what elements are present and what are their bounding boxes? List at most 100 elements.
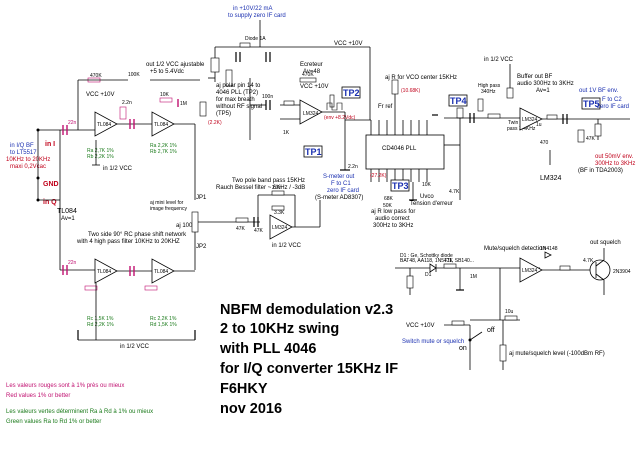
twin-tee-label: Twin tee: [508, 120, 527, 126]
legend-red-en: Red values 1% or better: [6, 393, 70, 399]
buffer-note-line3: Av=1: [536, 88, 550, 94]
title-line2: 2 to 10KHz swing: [220, 321, 339, 337]
schottky-line1: D1 : Ge, Schottky diode: [400, 253, 453, 259]
svg-text:10K: 10K: [422, 182, 432, 188]
svg-text:4.7K: 4.7K: [449, 189, 460, 195]
pll-note-line4: without RF signal: [215, 104, 262, 110]
tp2-label: TP2: [343, 88, 360, 98]
title-line4: for I/Q converter 15KHz IF: [220, 361, 398, 377]
legend-green-fr: Les valeurs vertes déterminent Ra à Rd à…: [6, 409, 153, 415]
buffer-opamp: [519, 107, 543, 131]
title-block: NBFM demodulation v2.3 2 to 10KHz swing …: [219, 302, 398, 417]
switch-section: VCC +10V Switch mute or squelch off on a…: [402, 320, 605, 370]
vcc-top-label: VCC +10V: [334, 41, 363, 47]
smeter-line4: (S-meter AD8307): [315, 195, 363, 201]
green-rc: Rc 1,5K 1%: [87, 316, 114, 322]
input-note-line2: to LT5517: [10, 150, 37, 156]
c-upper-i-label: 22n: [68, 120, 77, 126]
buffer-note-line2: audio 300Hz to 3KHz: [517, 81, 574, 87]
smeter-line3: zero IF card: [327, 188, 359, 194]
pll-note-line1: aj polar pin 14 to: [216, 83, 261, 89]
mute-switch[interactable]: [469, 331, 483, 341]
svg-text:(10.68K): (10.68K): [401, 88, 421, 94]
tp1-marker: TP1 2.2n: [303, 120, 358, 171]
svg-text:D1: D1: [425, 272, 432, 278]
input-note-line4: maxi 0,2Vcac: [10, 164, 46, 170]
pll-chip-label: CD4046 PLL: [382, 146, 417, 152]
half-vcc-mid: in 1/2 VCC: [272, 243, 302, 249]
mute-note: Mute/squelch detection: [484, 246, 546, 252]
opamp-i1: [94, 111, 118, 137]
title-line1: NBFM demodulation v2.3: [220, 302, 393, 318]
c2n2-label: 2.2n: [122, 100, 132, 106]
c10u-label: 10u: [505, 309, 514, 315]
svg-text:TL084: TL084: [154, 122, 168, 128]
svg-text:(2.2K): (2.2K): [208, 120, 222, 126]
green-rb: Rb 2,2K 1%: [87, 154, 114, 160]
half-vcc-lower: in 1/2 VCC: [120, 344, 150, 350]
tp4-label: TP4: [450, 96, 467, 106]
r10k-label: 10K: [160, 92, 170, 98]
audio-output-section: TP4 High pass 340Hz Twin tee pass 3,4KHz…: [444, 57, 635, 182]
supply-note-line2: to supply zero IF card: [228, 13, 286, 19]
tp3-label: TP3: [392, 181, 409, 191]
svg-text:TL084: TL084: [154, 269, 168, 275]
half-vcc-upper: in 1/2 VCC: [103, 166, 133, 172]
bessel-opamp: [269, 214, 293, 240]
pll-chip: [365, 134, 445, 170]
tp3-marker: TP3 (27.2K) 68K 50K: [370, 173, 410, 209]
svg-text:1K: 1K: [283, 130, 290, 136]
tp2-marker: TP2 (env +8.2Vdc): [324, 86, 361, 121]
svg-text:LM324: LM324: [272, 225, 288, 231]
switch-off-label: off: [487, 327, 495, 334]
svg-text:2.2n: 2.2n: [348, 164, 358, 170]
svg-text:TL084: TL084: [97, 122, 111, 128]
r100k-label: 100K: [128, 72, 140, 78]
svg-text:Rb 2,7K 1%: Rb 2,7K 1%: [150, 149, 177, 155]
tl084-label: TL084: [57, 208, 77, 215]
jumper-section: JP1 JP2 aj mini level for image frequenc…: [76, 195, 228, 270]
lowpass-line2: audio correct: [375, 216, 410, 222]
r470k-label: 470K: [90, 73, 102, 79]
limiter-opamp: [299, 99, 323, 125]
jp2-label: JP2: [196, 244, 207, 250]
smeter-line1: S-meter out: [323, 174, 355, 180]
legend-red-fr: Les valeurs rouges sont à 1% près ou mie…: [6, 383, 124, 389]
phase-note-line2: with 4 high pass filter 10KHz to 20KHZ: [76, 239, 180, 245]
vco-note: aj R for VCO center 15KHz: [385, 75, 457, 81]
svg-text:LM324: LM324: [303, 111, 319, 117]
svg-text:LM324: LM324: [522, 117, 538, 123]
input-section: in I/Q BF to LT5517 10KHz to 20KHz maxi …: [6, 128, 77, 270]
bessel-line1: Two pole band pass 15KHz: [232, 178, 305, 184]
out-squelch-label: out squelch: [590, 240, 621, 246]
transistor-label: 2N3904: [613, 269, 631, 275]
smeter-line2: F to C1: [331, 181, 351, 187]
bessel-filter: Two pole band pass 15KHz Rauch Bessel fi…: [216, 174, 363, 249]
out-bf-line2: F to C2: [602, 97, 622, 103]
buffer-note-line1: Buffer out BF: [517, 74, 553, 80]
r4k7-label: 4.7K: [583, 258, 594, 264]
uvco-label: Uvco: [420, 194, 434, 200]
svg-text:LM324: LM324: [522, 268, 538, 274]
tp1-label: TP1: [305, 147, 322, 157]
aj-image-line1: aj mini level for: [150, 200, 184, 206]
svg-text:100n: 100n: [262, 94, 273, 100]
jp1-label: JP1: [196, 195, 207, 201]
limiter-stage: Ecreteur Av=48 470K VCC +10V LM324 100n …: [249, 62, 345, 140]
out-50mv-line1: out 50mV env.: [595, 154, 634, 160]
mute-level-pot[interactable]: [499, 344, 507, 362]
half-vcc-adj-line1: out 1/2 VCC ajustable: [146, 62, 205, 68]
highpass-label: High pass: [478, 83, 501, 89]
pll-note-line5: (TP5): [216, 111, 231, 117]
pll-section: CD4046 PLL Fr ref aj R for VCO center 15…: [344, 47, 464, 207]
lowpass-line3: 300Hz to 3KHz: [373, 223, 413, 229]
svg-text:Rc 2,2K 1%: Rc 2,2K 1%: [150, 316, 177, 322]
bessel-line2: Rauch Bessel filter ~ 6KHz / -3dB: [216, 185, 305, 191]
out-50mv-line3: (BF in TDA2003): [578, 168, 623, 174]
half-vcc-adj-line2: +5 to 5.4Vdc: [150, 69, 184, 75]
svg-text:3.3K: 3.3K: [274, 210, 285, 216]
tl084-gain: Av=1: [61, 216, 75, 222]
power-supply-section: in +10V/22 mA to supply zero IF card VCC…: [146, 6, 370, 126]
switch-on-label: on: [459, 345, 467, 352]
